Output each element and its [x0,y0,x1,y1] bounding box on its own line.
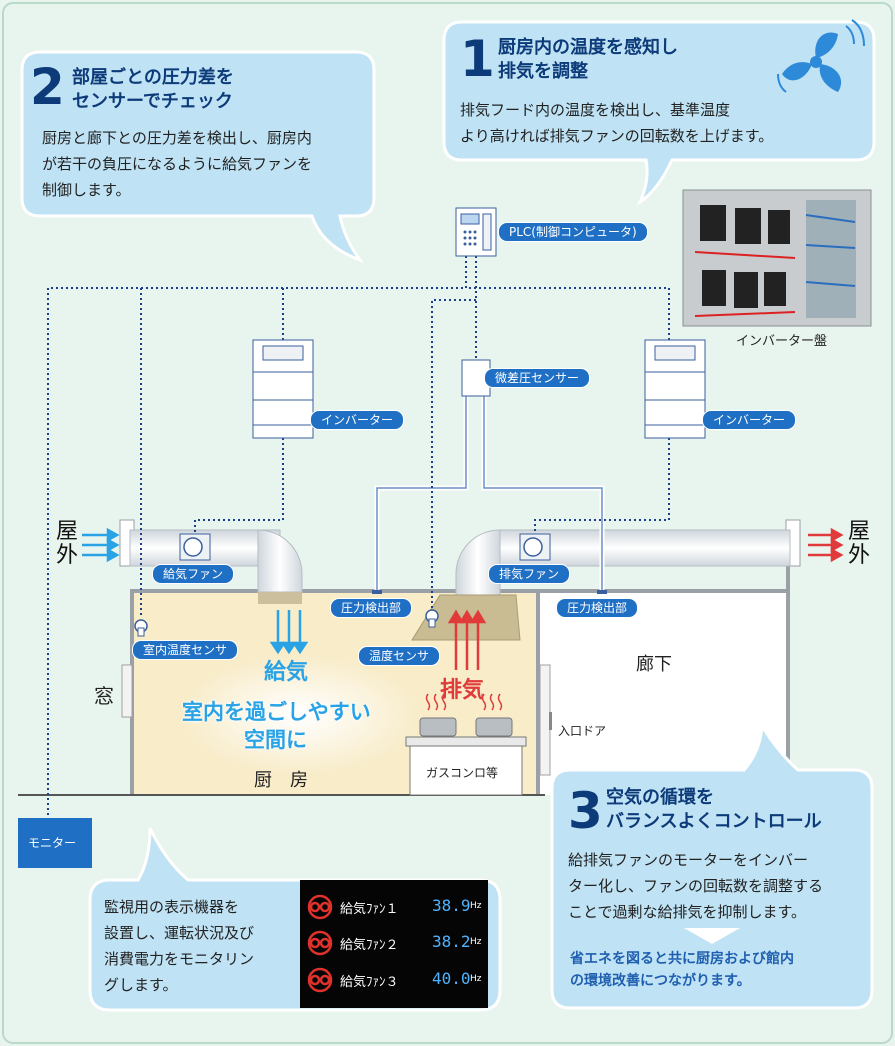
point-3-number: 3 [568,782,603,840]
point-3-body-line-2: ター化し、ファンの回転数を調整する [568,877,824,895]
panel-row-2-value: 38.2 [432,932,471,951]
supply-fan-label: 給気ファン [152,564,235,584]
supply-air-label: 給気 [264,660,309,685]
monitor-box [18,818,92,868]
outdoor-exhaust-arrows [808,527,844,563]
point-2-body-line-3: 制御します。 [42,181,131,199]
exhaust-fan-label: 排気ファン [488,564,571,584]
panel-fan-icons [307,894,333,993]
panel-row-1-value: 38.9 [432,896,471,915]
point-3-result-line-1: 省エネを図ると共に厨房および館内 [570,951,794,967]
point-2-body-line-1: 厨房と廊下との圧力差を検出し、厨房内 [42,129,312,147]
inverter-panel-label: インバーター盤 [736,334,828,349]
pressure-tube-left [376,395,467,592]
room-temp-sensor-label: 室内温度センサ [132,640,239,660]
kitchen-label: 厨 房 [254,770,308,791]
window-label: 窓 [94,684,114,708]
inverter-left-device [252,339,314,439]
outdoor-intake-arrows [82,527,120,563]
pressure-detector-left-label: 圧力検出部 [330,598,413,618]
supply-duct-elbow [257,529,303,593]
door-handle [549,712,552,730]
supply-diffuser [258,592,302,604]
bubble-2 [20,50,376,264]
pressure-tube-right [483,395,603,592]
supply-fan-unit [179,533,211,561]
point-2-body-line-2: が若干の負圧になるように給気ファンを [42,155,313,173]
monitor-note-line-2: 設置し、運転状況及び [104,924,255,942]
fan-icon [777,19,865,93]
point-1-title-line-1: 厨房内の温度を感知し [498,37,678,58]
plc-device [455,207,497,257]
point-1-body-line-2: より高ければ排気ファンの回転数を上げます。 [460,127,774,145]
room-temp-sensor-device [134,619,148,637]
entrance-door-label: 入口ドア [558,724,607,738]
inverter-panel-photo [682,189,872,327]
panel-row-1-unit: Hz [470,901,482,911]
point-2-title-line-1: 部屋ごとの圧力差を [72,67,234,88]
corridor-right-wall [786,540,790,795]
result-arrow [684,928,740,944]
monitor-note-line-1: 監視用の表示機器を [104,898,240,916]
comfort-line-1: 室内を過ごしやすい [182,700,371,724]
temp-sensor-label: 温度センサ [358,646,441,666]
exhaust-air-arrows [447,609,487,670]
point-3-body-line-1: 給排気ファンのモーターをインバー [568,851,809,869]
monitor-note-line-4: グします。 [104,976,178,994]
kitchen-right-wall [536,589,540,795]
monitor-note-line-3: 消費電力をモニタリン [104,950,255,968]
point-1-title-line-2: 排気を調整 [498,61,588,82]
point-3-body-line-3: ことで過剰な給排気を抑制します。 [568,903,807,921]
comfort-glow [180,655,420,775]
point-1-body-line-1: 排気フード内の温度を検出し、基準温度 [460,101,731,119]
door-frame [539,664,551,776]
gas-stove-label: ガスコンロ等 [426,766,499,780]
outdoor-left-label: 屋外 [56,519,79,568]
inverter-right-label: インバーター [702,410,797,430]
exhaust-air-label: 排気 [440,678,485,703]
exhaust-fan-unit [519,533,551,561]
point-2-number: 2 [30,58,65,116]
bubble-1 [442,20,876,207]
panel-row-1-name: 給気ﾌｧﾝ１ [340,902,399,917]
point-3-title-line-1: 空気の循環を [606,787,714,808]
plc-label: PLC(制御コンピュータ) [498,222,648,242]
panel-row-2-name: 給気ﾌｧﾝ２ [340,938,399,953]
inverter-right-device [644,339,706,439]
supply-air-arrows [269,610,309,655]
gas-stove [405,693,527,796]
comfort-line-2: 空間に [244,728,307,752]
control-lines [47,256,670,818]
point-1-number: 1 [460,30,495,88]
panel-row-3-name: 給気ﾌｧﾝ３ [340,975,399,990]
window-frame [121,664,133,718]
corridor-room [538,592,788,795]
pressure-detector-right-label: 圧力検出部 [556,598,639,618]
panel-row-3-unit: Hz [470,974,482,984]
inverter-left-label: インバーター [310,410,405,430]
corridor-label: 廊下 [636,654,672,675]
bubble-3 [550,721,874,1010]
point-3-title-line-2: バランスよくコントロール [606,811,822,832]
point-3-result-line-2: の環境改善につながります。 [570,973,751,989]
monitor-label: モニター [28,836,77,850]
panel-row-2-unit: Hz [470,937,482,947]
panel-row-3-value: 40.0 [432,969,471,988]
point-2-title-line-2: センサーでチェック [72,91,233,112]
hood-temp-sensor-device [425,609,439,628]
outdoor-right-label: 屋外 [848,519,871,568]
pressure-detector-ticks [372,590,607,594]
diff-pressure-sensor-label: 微差圧センサー [484,368,591,388]
